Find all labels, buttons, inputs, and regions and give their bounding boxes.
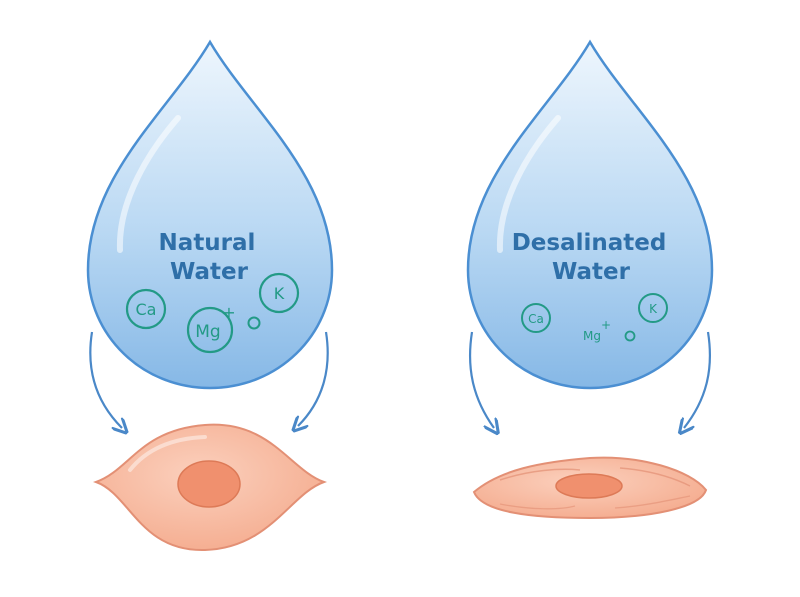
desalinated-right-arrow (684, 331, 711, 428)
natural-small-ion (247, 316, 261, 330)
desalinated-left-arrow (469, 331, 494, 428)
natural-title-line2: Water (170, 259, 249, 285)
desalinated-water-drop (466, 39, 714, 390)
natural-water-panel: Natural Water Ca Mg + K (86, 39, 334, 552)
svg-text:Mg: Mg (195, 322, 220, 342)
natural-ion-k: K (258, 272, 300, 314)
desalinated-small-ion (624, 330, 636, 342)
natural-ion-mg: Mg + (186, 303, 236, 354)
natural-ion-ca: Ca (125, 288, 167, 330)
desalinated-title-line2: Water (552, 259, 631, 285)
desalinated-ion-k: K (638, 293, 668, 323)
desalinated-title-line1: Desalinated (512, 230, 667, 256)
svg-text:Ca: Ca (136, 300, 157, 319)
svg-text:K: K (274, 284, 285, 303)
svg-text:Mg: Mg (583, 329, 601, 343)
desalinated-cell-nucleus (555, 473, 623, 499)
natural-cell-nucleus (177, 460, 241, 508)
natural-healthy-cell (93, 423, 327, 552)
natural-water-drop (86, 39, 334, 390)
desalinated-ion-mg: Mg + (583, 318, 611, 343)
desalinated-water-panel: Desalinated Water Ca Mg + K (466, 39, 714, 520)
natural-title-line1: Natural (159, 230, 256, 256)
svg-text:+: + (222, 303, 235, 322)
svg-text:Ca: Ca (528, 312, 544, 326)
desalinated-drop-highlight (496, 115, 561, 253)
desalinated-shrunken-cell (472, 456, 708, 520)
natural-left-arrow (89, 331, 122, 428)
desalinated-ion-ca: Ca (521, 303, 551, 333)
svg-text:+: + (601, 318, 611, 332)
natural-drop-highlight (116, 115, 181, 253)
svg-text:K: K (649, 302, 658, 316)
natural-right-arrow (298, 331, 329, 426)
